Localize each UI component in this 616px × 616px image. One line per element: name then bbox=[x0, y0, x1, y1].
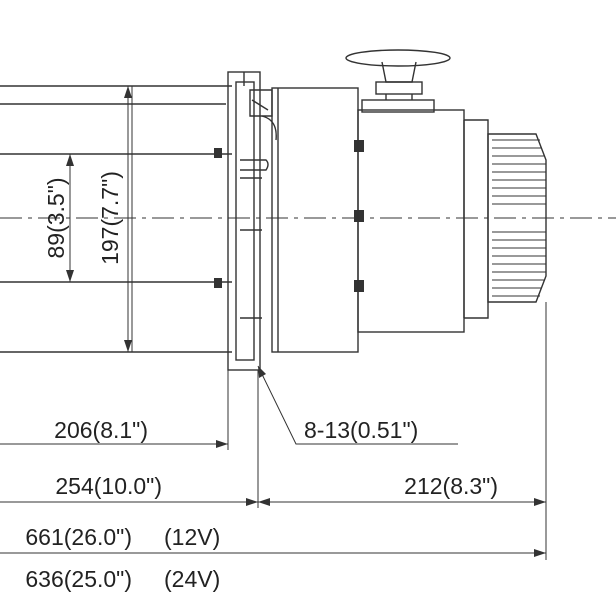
dimension-212: 212(8.3") bbox=[258, 473, 546, 506]
ribbed-end-cap bbox=[487, 133, 547, 303]
dimension-89-label: 89(3.5") bbox=[43, 177, 69, 258]
motor-housing bbox=[271, 87, 489, 353]
dimension-212-label: 212(8.3") bbox=[404, 473, 498, 499]
dimension-197-label: 197(7.7") bbox=[97, 171, 123, 265]
end-plate bbox=[227, 71, 277, 371]
dimension-254-label: 254(10.0") bbox=[55, 473, 162, 499]
dimension-254: 254(10.0") bbox=[0, 473, 258, 506]
dimension-661-label: 661(26.0") bbox=[25, 524, 132, 550]
extension-lines bbox=[227, 302, 547, 560]
dimension-206-label: 206(8.1") bbox=[54, 417, 148, 443]
dimension-661: 661(26.0") (12V) bbox=[0, 524, 546, 557]
dimension-636-label: 636(25.0") bbox=[25, 566, 132, 592]
dimension-197: 197(7.7") bbox=[97, 86, 132, 352]
dimension-206: 206(8.1") bbox=[0, 417, 228, 448]
voltage-12v-label: (12V) bbox=[164, 524, 220, 550]
voltage-24v-label: (24V) bbox=[164, 566, 220, 592]
dimension-89: 89(3.5") bbox=[43, 154, 74, 282]
drum-body bbox=[0, 85, 232, 353]
dimension-636: 636(25.0") (24V) bbox=[25, 566, 220, 592]
dimension-8-13-label: 8-13(0.51") bbox=[304, 417, 418, 443]
dimension-8-13: 8-13(0.51") bbox=[257, 365, 458, 445]
clutch-knob bbox=[345, 49, 451, 100]
